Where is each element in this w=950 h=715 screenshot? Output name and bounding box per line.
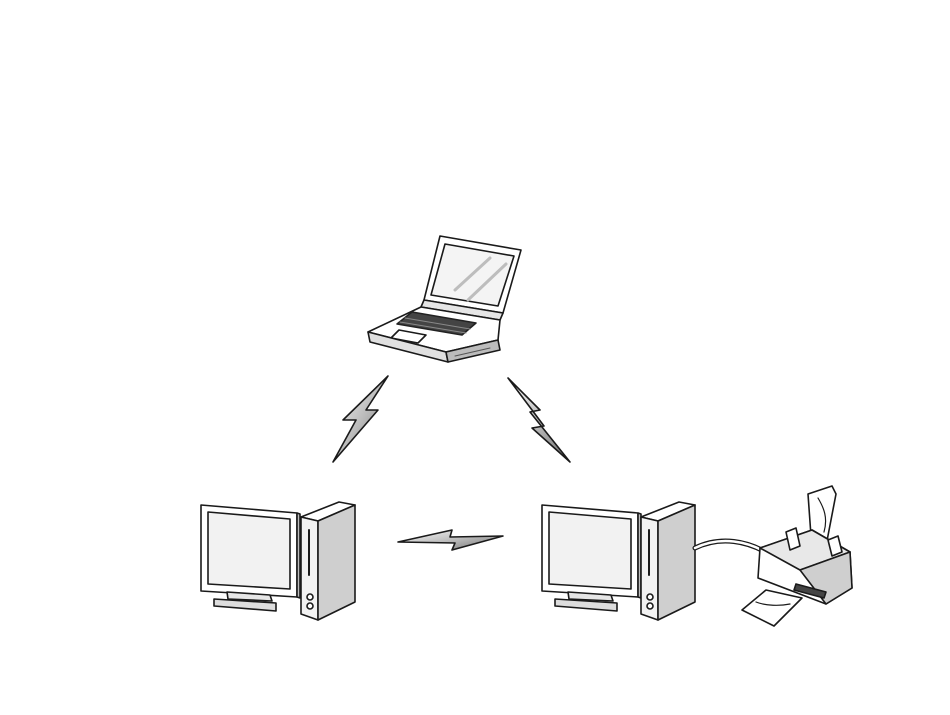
wireless-link-left-right	[398, 530, 503, 550]
tower	[301, 502, 355, 620]
tower	[641, 502, 695, 620]
monitor	[542, 505, 641, 611]
monitor	[201, 505, 300, 611]
desktop-computer-left	[201, 502, 355, 620]
wireless-link-laptop-right	[508, 378, 570, 462]
laptop-icon	[368, 236, 521, 362]
wireless-link-laptop-left	[333, 376, 388, 462]
lightning-bolt-icon	[398, 530, 503, 550]
desktop-computer-right	[542, 502, 695, 620]
lightning-bolt-icon	[333, 376, 388, 462]
lightning-bolt-icon	[508, 378, 570, 462]
printer-icon	[742, 486, 852, 626]
